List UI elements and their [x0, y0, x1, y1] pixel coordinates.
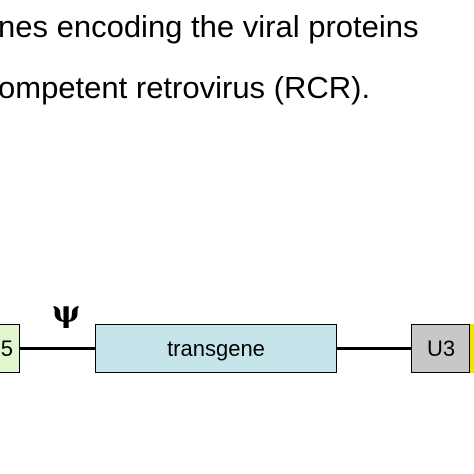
- connector-line-left: [20, 347, 95, 350]
- caption-line-2: ompetent retrovirus (RCR).: [0, 70, 371, 105]
- left-ltr-box: 5: [0, 324, 20, 373]
- caption-line-1: nes encoding the viral proteins: [0, 9, 419, 44]
- u3-label: U3: [426, 335, 456, 361]
- left-ltr-label: 5: [0, 335, 13, 361]
- transgene-box: transgene: [95, 324, 337, 373]
- right-ltr-region: [469, 324, 474, 373]
- u3-box: U3: [411, 324, 471, 373]
- transgene-label: transgene: [167, 335, 265, 361]
- connector-line-right: [337, 347, 411, 350]
- psi-packaging-signal: ψ: [52, 295, 81, 330]
